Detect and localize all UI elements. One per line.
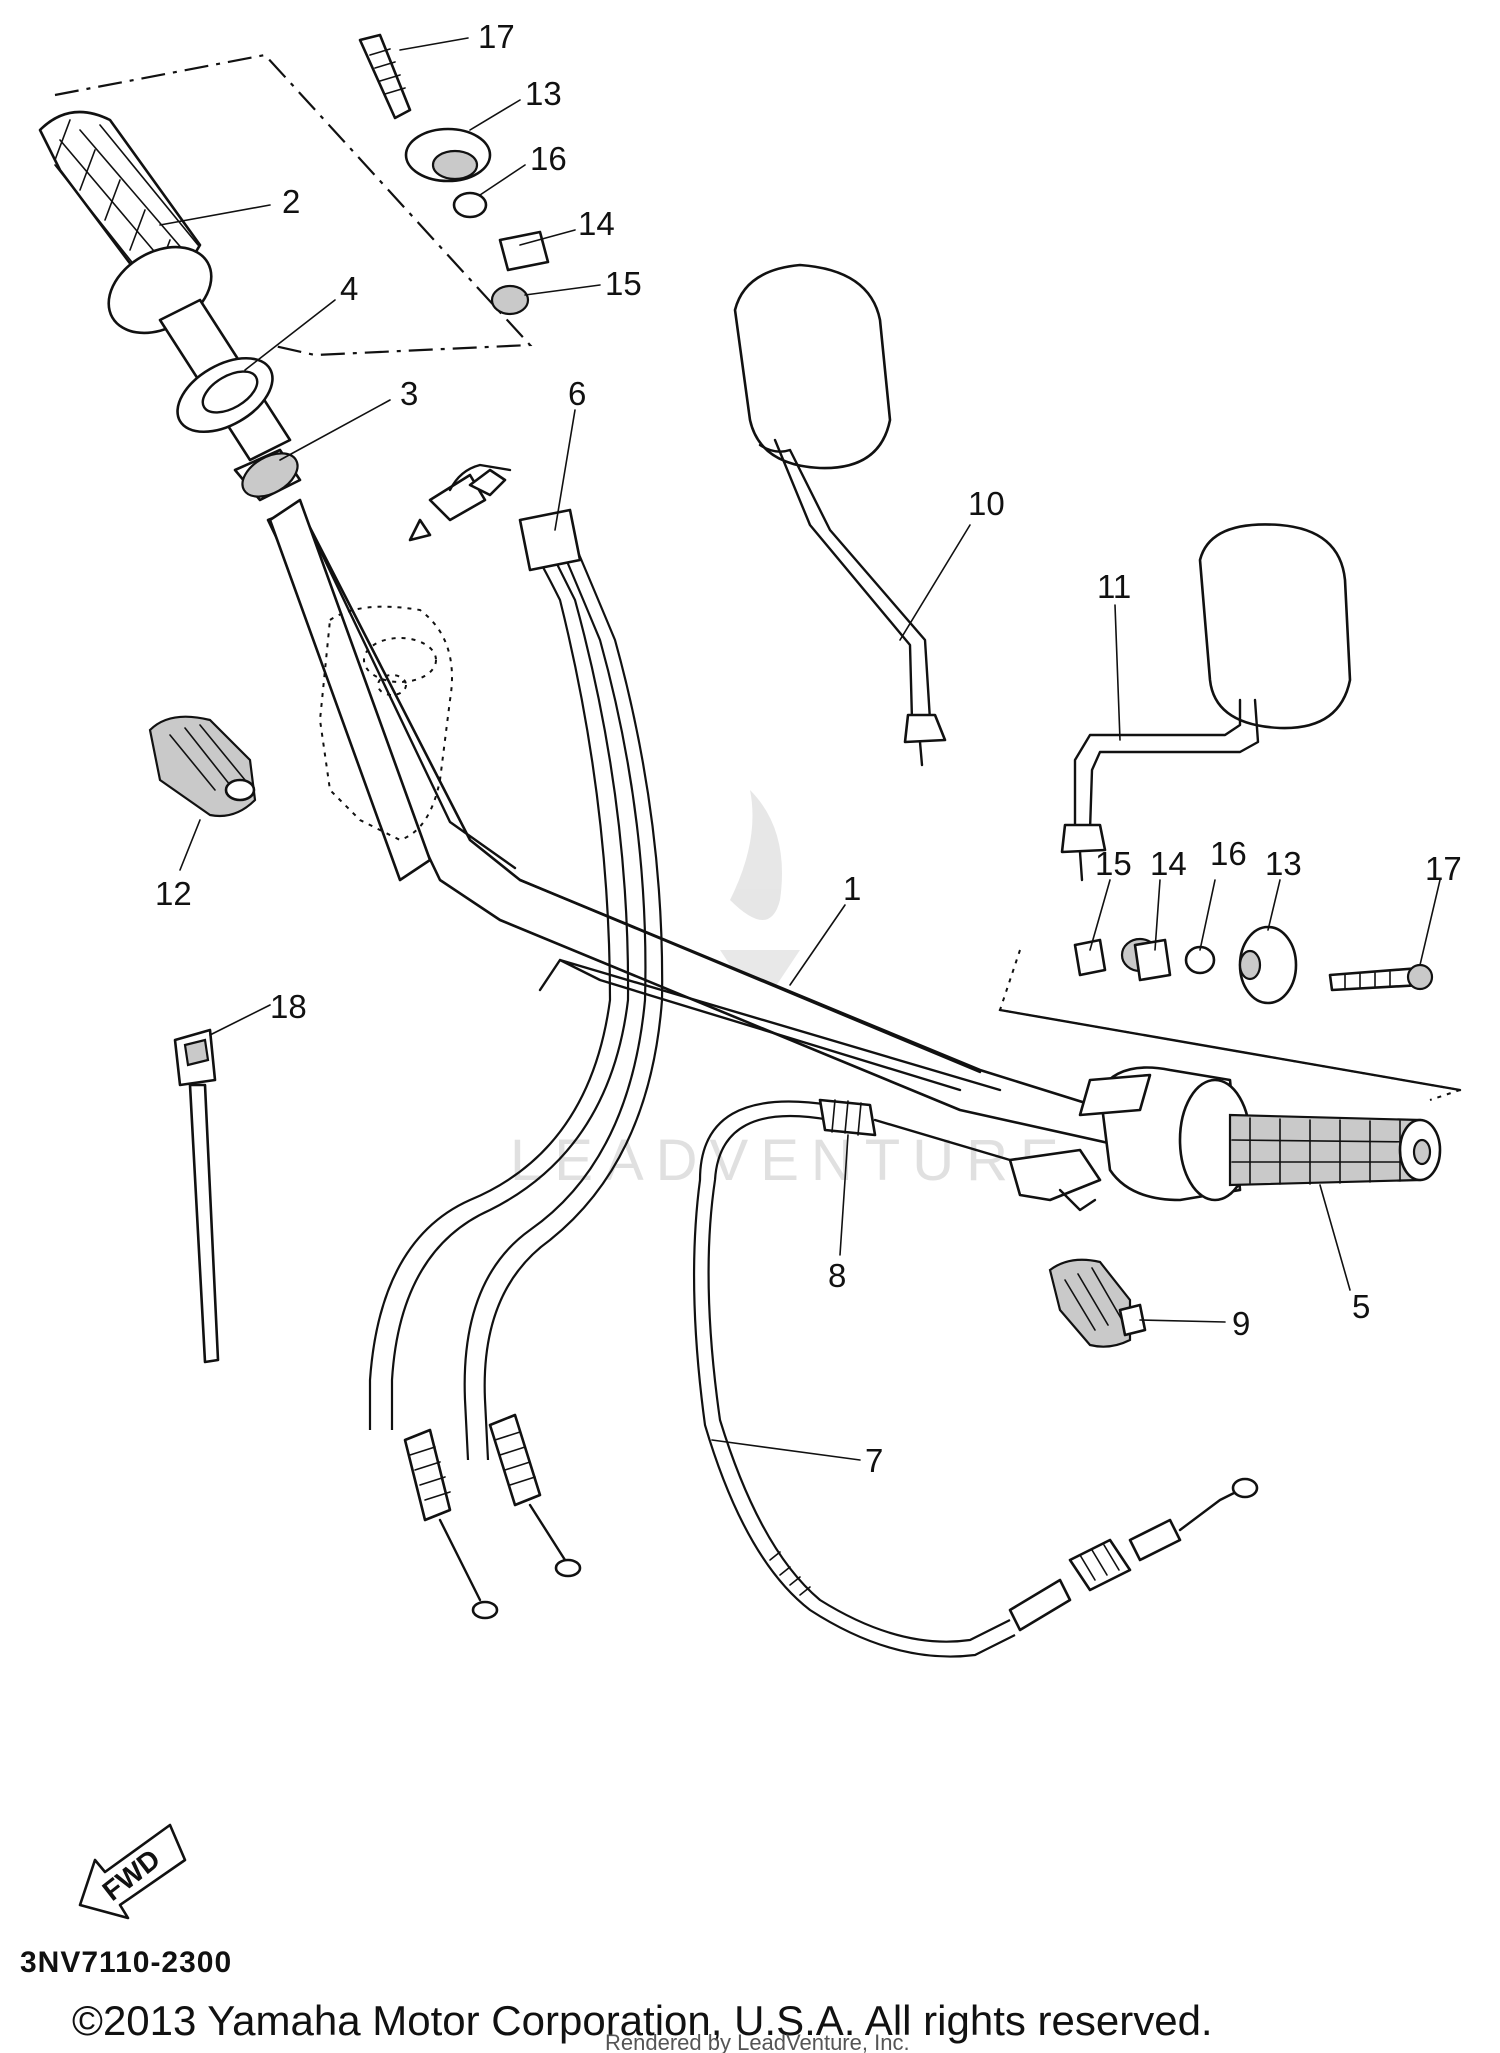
left-grip-exploded-line: [54, 53, 533, 357]
callout-7: 7: [865, 1442, 883, 1479]
left-mirror: [733, 263, 947, 767]
throttle-cables: [368, 463, 664, 1620]
left-switch: [148, 715, 257, 818]
callout-13: 13: [525, 75, 562, 112]
callout-12: 12: [155, 875, 192, 912]
callout-9: 9: [1232, 1305, 1250, 1342]
right-bar-end-parts: [998, 925, 1462, 1101]
callout-15: 15: [605, 265, 642, 302]
callout-18: 18: [270, 988, 307, 1025]
callout-6: 6: [568, 375, 586, 412]
callouts: 17 13 16 14 15 2 4 3 6 10 11 12 1 15 14 …: [155, 18, 1462, 1479]
callout-11: 11: [1097, 568, 1131, 605]
callout-14b: 14: [1150, 845, 1187, 882]
fwd-arrow: FWD: [78, 1823, 187, 1920]
callout-3: 3: [400, 375, 418, 412]
right-mirror: [1060, 523, 1352, 882]
right-switch: [1048, 1258, 1147, 1348]
callout-13b: 13: [1265, 845, 1302, 882]
callout-5: 5: [1352, 1288, 1370, 1325]
callout-16b: 16: [1210, 835, 1247, 872]
callout-17: 17: [478, 18, 515, 55]
copyright-notice: ©2013 Yamaha Motor Corporation, U.S.A. A…: [72, 1997, 1213, 2044]
watermark: LEADVENTURE: [510, 790, 1071, 1193]
left-bar-end-parts: [358, 33, 550, 316]
callout-2: 2: [282, 183, 300, 220]
callout-8: 8: [828, 1257, 846, 1294]
callout-17b: 17: [1425, 850, 1462, 887]
part-code: 3NV7110-2300: [20, 1946, 232, 1979]
callout-10: 10: [968, 485, 1005, 522]
right-grip: [1008, 1066, 1442, 1212]
throttle-grip-body: [233, 448, 432, 882]
watermark-text: LEADVENTURE: [510, 1128, 1071, 1193]
clutch-cable: [692, 1098, 1259, 1658]
callout-1: 1: [843, 870, 861, 907]
throttle-housing-outline: [318, 605, 453, 842]
callout-15b: 15: [1095, 845, 1132, 882]
callout-4: 4: [340, 270, 358, 307]
grip-collar: [176, 356, 274, 434]
cable-tie: [173, 1028, 220, 1364]
callout-16: 16: [530, 140, 567, 177]
leader-lines: [159, 37, 1441, 1461]
rendered-by-credit: Rendered by LeadVenture, Inc.: [605, 2030, 910, 2053]
callout-14: 14: [578, 205, 615, 242]
